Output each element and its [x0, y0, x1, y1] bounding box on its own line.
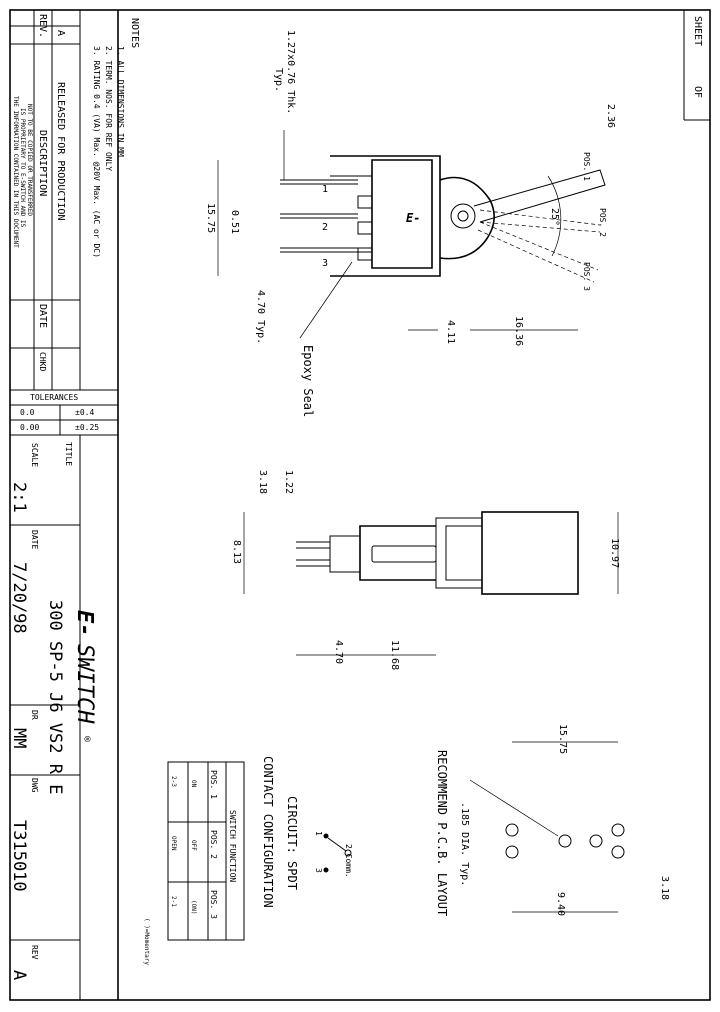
dim-pin-thickness: 0.51 — [229, 210, 240, 234]
date-label: DATE — [30, 530, 39, 549]
scale-label: SCALE — [30, 443, 39, 467]
circuit-pin-3: 3 — [314, 868, 323, 873]
dr-label: DR — [30, 710, 39, 720]
title-label: TITLE — [64, 442, 73, 466]
proprietary-line-2: IS PROPRIETARY TO E-SWITCH AND IS — [19, 108, 26, 228]
tolerances-block: TOLERANCES 0.0 ±0.4 0.00 ±0.25 — [20, 393, 99, 432]
rev-label: REV — [30, 945, 39, 960]
sheet-border — [9, 9, 711, 1001]
sheet-number-block: SHEET OF — [692, 16, 703, 98]
tolerance-format-1: 0.0 — [20, 408, 35, 417]
pcb-spacing-dim: 9.40 — [555, 892, 566, 916]
proprietary-line-3: NOT TO BE COPIED OR TRANSFERRED — [26, 104, 33, 216]
dr-value: MM — [9, 728, 29, 748]
contact-config-title: CONTACT CONFIGURATION — [261, 756, 275, 908]
registered-mark: ® — [81, 736, 92, 743]
front-view: 1 2 3 E- POS. 1 POS. 2 POS. 3 25° 15.75 … — [205, 30, 616, 417]
of-label: OF — [692, 86, 703, 98]
pcb-hole-dim: .185 DIA. Typ. — [459, 802, 470, 886]
logo-mark: E- — [72, 610, 97, 637]
dim-top-width: 15.75 — [205, 203, 216, 233]
dwg-value: T315010 — [9, 820, 29, 892]
momentary-note: ( )=Momentary — [143, 918, 150, 965]
scale-value: 2:1 — [9, 482, 29, 513]
logo-text: SWITCH — [72, 644, 97, 724]
tolerances-title: TOLERANCES — [30, 393, 78, 402]
epoxy-seal-callout: Epoxy Seal — [301, 345, 315, 417]
sf-header-1: POS. 1 — [209, 770, 218, 799]
proprietary-line-1: THE INFORMATION CONTAINED IN THIS DOCUME… — [12, 96, 19, 248]
sf-row1-col1: ON — [190, 780, 197, 788]
angle-label: 25° — [549, 208, 560, 226]
dim-pin-size-typ: Typ. — [273, 68, 284, 92]
circuit-pin-1: 1 — [314, 831, 323, 836]
dim-pin-size: 1.27x0.76 Thk. — [285, 30, 296, 114]
rev-header: REV. — [37, 14, 48, 38]
date-header: DATE — [37, 304, 48, 328]
sf-row2-col1: 2-3 — [170, 776, 177, 787]
sf-row2-col3: 2-1 — [170, 896, 177, 907]
sf-header-2: POS. 2 — [209, 830, 218, 859]
title-fields: TITLE 300 SP-5 J6 VS2 R E E- SWITCH ® SC… — [9, 442, 97, 980]
notes-title: NOTES — [129, 18, 140, 48]
dim-lever-length: 16.36 — [513, 316, 524, 346]
side-dim-3: 8.13 — [231, 540, 242, 564]
switch-function-table: SWITCH FUNCTION POS. 1 POS. 2 POS. 3 ON … — [143, 761, 245, 965]
sheet-label: SHEET — [692, 16, 703, 46]
drawing-title: 300 SP-5 J6 VS2 R E — [45, 600, 65, 794]
sf-header-3: POS. 3 — [209, 890, 218, 919]
tolerance-format-2: 0.00 — [20, 423, 39, 432]
terminal-3: 3 — [322, 258, 328, 269]
side-view: 1.22 3.18 8.13 10.97 11.68 4.70 — [231, 470, 620, 670]
pcb-width-dim: 15.75 — [557, 724, 568, 754]
position-2: POS. 2 — [598, 208, 607, 237]
side-dim-6: 4.70 — [333, 640, 344, 664]
eswitch-logo: E- SWITCH ® — [72, 610, 97, 743]
dwg-label: DWG — [30, 778, 39, 793]
terminal-2: 2 — [322, 222, 328, 233]
side-dim-5: 11.68 — [389, 640, 400, 670]
notes-block: NOTES 1. ALL DIMENSIONS IN MM 2. TERM. N… — [92, 18, 140, 258]
circuit-block: CIRCUIT: SPDT CONTACT CONFIGURATION 2 Co… — [261, 756, 353, 908]
switch-function-title: SWITCH FUNCTION — [228, 810, 237, 882]
side-dim-1: 1.22 — [283, 470, 294, 494]
note-3: 3. RATING 0.4 (VA) Max. @20V Max. (AC or… — [92, 46, 101, 258]
side-dim-2: 3.18 — [257, 470, 268, 494]
sf-row1-col3: (ON) — [190, 900, 197, 914]
body-logo: E- — [406, 211, 420, 225]
sf-row1-col2: OFF — [190, 840, 197, 851]
chkd-header: CHKD — [38, 352, 47, 371]
position-3: POS. 3 — [582, 262, 591, 291]
tolerance-value-1: ±0.4 — [75, 408, 94, 417]
dim-pin-pitch: 4.70 Typ. — [255, 290, 266, 344]
tolerance-value-2: ±0.25 — [75, 423, 99, 432]
sf-row2-col2: OPEN — [170, 836, 177, 851]
side-dim-4: 10.97 — [609, 538, 620, 568]
circuit-pin-2: 2 Comm. — [344, 844, 353, 878]
dim-body-depth: 4.11 — [445, 320, 456, 344]
terminal-1: 1 — [322, 184, 328, 195]
position-1: POS. 1 — [582, 152, 591, 181]
date-value: 7/20/98 — [9, 562, 29, 634]
pcb-offset-dim: 3.18 — [659, 876, 670, 900]
note-2: 2. TERM. NOS. FOR REF ONLY — [104, 46, 113, 171]
rev-row-rev: A — [55, 30, 66, 36]
circuit-title: CIRCUIT: SPDT — [285, 796, 299, 890]
note-1: 1. ALL DIMENSIONS IN MM — [116, 46, 125, 157]
description-header: DESCRIPTION — [37, 130, 48, 196]
pcb-title: RECOMMEND P.C.B. LAYOUT — [435, 750, 449, 916]
revision-block: REV. DESCRIPTION DATE CHKD A RELEASED FO… — [12, 14, 66, 371]
pcb-layout: RECOMMEND P.C.B. LAYOUT .185 DIA. Typ. 1… — [435, 724, 670, 916]
title-block — [10, 10, 119, 1000]
rev-row-description: RELEASED FOR PRODUCTION — [55, 82, 66, 220]
dim-lever-width: 2.36 — [605, 104, 616, 128]
rev-value: A — [9, 970, 29, 980]
